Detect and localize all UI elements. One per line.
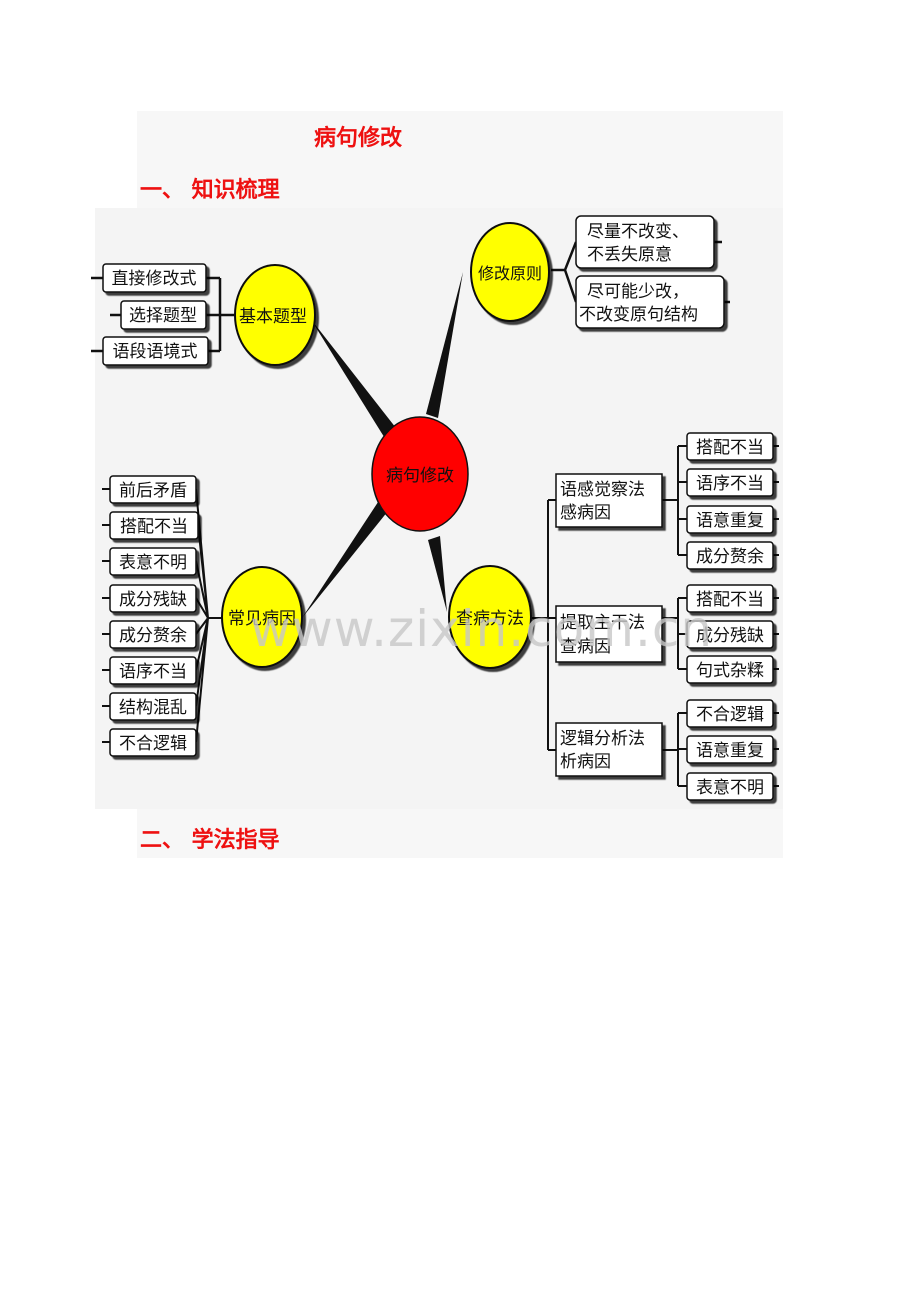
center-label: 病句修改 xyxy=(386,466,454,486)
common-item: 前后矛盾 xyxy=(109,475,197,504)
method-item: 搭配不当 xyxy=(686,432,774,461)
section-heading-knowledge: 一、 知识梳理 xyxy=(140,178,280,203)
method-item: 成分赘余 xyxy=(686,541,774,570)
svg-text:结构混乱: 结构混乱 xyxy=(119,698,187,718)
svg-text:句式杂糅: 句式杂糅 xyxy=(696,661,764,681)
method-group-intuition: 语感觉察法 感病因 xyxy=(555,473,663,528)
basic-item: 直接修改式 xyxy=(102,263,207,293)
svg-text:提取主干法: 提取主干法 xyxy=(560,613,645,633)
node-label: 基本题型 xyxy=(239,307,307,327)
center-node: 病句修改 xyxy=(371,416,469,532)
principle-item: 尽可能少改， 不改变原句结构 xyxy=(575,275,725,329)
svg-text:成分赘余: 成分赘余 xyxy=(696,547,764,567)
mind-map: 病句修改 基本题型 修改原则 常见病因 查病方法 直接修改式 选择题型 语段语境… xyxy=(91,208,783,809)
svg-text:成分赘余: 成分赘余 xyxy=(119,626,187,646)
node-methods: 查病方法 xyxy=(448,565,532,669)
node-label: 常见病因 xyxy=(228,609,296,629)
svg-text:搭配不当: 搭配不当 xyxy=(696,590,764,610)
svg-text:搭配不当: 搭配不当 xyxy=(696,438,764,458)
svg-text:尽量不改变、: 尽量不改变、 xyxy=(587,222,689,242)
svg-text:不合逻辑: 不合逻辑 xyxy=(696,705,764,725)
basic-item: 语段语境式 xyxy=(102,336,209,366)
svg-text:语意重复: 语意重复 xyxy=(696,741,764,761)
common-item: 搭配不当 xyxy=(109,511,199,540)
svg-text:表意不明: 表意不明 xyxy=(696,778,764,798)
method-item: 成分残缺 xyxy=(686,620,774,649)
svg-text:逻辑分析法: 逻辑分析法 xyxy=(560,729,645,749)
page-title: 病句修改 xyxy=(314,126,403,151)
node-label: 查病方法 xyxy=(456,609,524,629)
basic-item: 选择题型 xyxy=(120,300,207,330)
method-item: 搭配不当 xyxy=(686,584,774,613)
method-group-logic: 逻辑分析法 析病因 xyxy=(555,722,663,777)
svg-text:成分残缺: 成分残缺 xyxy=(696,626,764,646)
svg-text:查病因: 查病因 xyxy=(560,637,611,657)
svg-text:语序不当: 语序不当 xyxy=(696,474,764,494)
node-principles: 修改原则 xyxy=(470,222,550,322)
node-basic-types: 基本题型 xyxy=(234,264,316,366)
svg-text:直接修改式: 直接修改式 xyxy=(112,269,197,289)
common-item: 不合逻辑 xyxy=(109,728,197,757)
method-group-trunk: 提取主干法 查病因 xyxy=(555,605,663,663)
method-item: 语序不当 xyxy=(686,468,774,497)
common-item: 语序不当 xyxy=(109,656,197,685)
svg-text:前后矛盾: 前后矛盾 xyxy=(119,481,187,501)
common-item: 表意不明 xyxy=(109,547,197,576)
svg-text:选择题型: 选择题型 xyxy=(129,306,197,326)
svg-text:尽可能少改，: 尽可能少改， xyxy=(587,282,689,302)
svg-text:语段语境式: 语段语境式 xyxy=(113,342,198,362)
svg-text:感病因: 感病因 xyxy=(560,503,611,523)
node-label: 修改原则 xyxy=(478,264,542,283)
common-item: 成分残缺 xyxy=(109,584,197,613)
principle-item: 尽量不改变、 不丢失原意 xyxy=(575,215,715,269)
method-item: 句式杂糅 xyxy=(686,655,774,684)
svg-text:语意重复: 语意重复 xyxy=(696,511,764,531)
method-item: 语意重复 xyxy=(686,735,774,764)
svg-text:不合逻辑: 不合逻辑 xyxy=(119,734,187,754)
svg-text:析病因: 析病因 xyxy=(560,752,611,772)
svg-text:不改变原句结构: 不改变原句结构 xyxy=(579,305,698,325)
watermark: www.zixin.com.cn xyxy=(250,600,714,658)
node-common-causes: 常见病因 xyxy=(221,566,303,668)
method-item: 语意重复 xyxy=(686,505,774,534)
method-item: 不合逻辑 xyxy=(686,699,774,728)
section-heading-method-guidance: 二、 学法指导 xyxy=(140,828,280,853)
svg-text:搭配不当: 搭配不当 xyxy=(120,517,188,537)
svg-text:表意不明: 表意不明 xyxy=(119,553,187,573)
svg-text:语感觉察法: 语感觉察法 xyxy=(560,480,645,500)
common-item: 结构混乱 xyxy=(109,692,197,721)
svg-text:语序不当: 语序不当 xyxy=(119,662,187,682)
svg-text:成分残缺: 成分残缺 xyxy=(119,590,187,610)
method-item: 表意不明 xyxy=(686,772,774,801)
svg-text:不丢失原意: 不丢失原意 xyxy=(587,245,672,265)
common-item: 成分赘余 xyxy=(109,620,197,649)
